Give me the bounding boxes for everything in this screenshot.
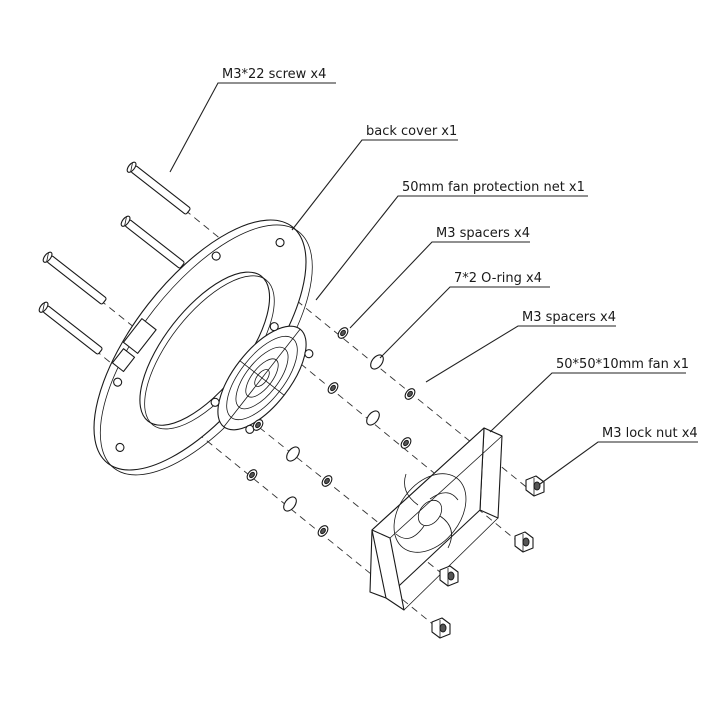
spacer [400,437,412,449]
o-ring [366,410,380,426]
label-protection-net: 50mm fan protection net x1 [402,180,585,195]
lock-nut [525,475,545,497]
screw [126,161,191,215]
label-back-cover: back cover x1 [366,124,457,139]
lock-nut [439,565,459,587]
label-lock-nut: M3 lock nut x4 [602,426,698,441]
label-fan: 50*50*10mm fan x1 [556,357,689,372]
fan [369,427,503,611]
spacer [404,388,416,400]
lock-nuts [431,475,545,639]
spacer [252,419,264,431]
screw [42,251,107,305]
screw [120,215,185,269]
spacer [317,525,329,537]
spacers-set-2 [317,388,416,537]
label-spacers-2: M3 spacers x4 [522,310,616,325]
spacer [246,469,258,481]
o-ring [283,496,297,512]
label-screw: M3*22 screw x4 [222,67,326,82]
o-rings [283,354,384,512]
spacer [337,327,349,339]
spacers-set-1 [246,327,349,481]
label-o-ring: 7*2 O-ring x4 [454,271,542,286]
screws [38,161,191,355]
lock-nut [514,531,534,553]
label-spacers-1: M3 spacers x4 [436,226,530,241]
spacer [327,382,339,394]
spacer [321,475,333,487]
labels: M3*22 screw x4 back cover x1 50mm fan pr… [222,67,698,441]
fan-protection-net [210,322,314,434]
o-ring [286,446,300,462]
leader-lines [169,82,698,485]
lock-nut [431,617,451,639]
screw [38,301,103,355]
